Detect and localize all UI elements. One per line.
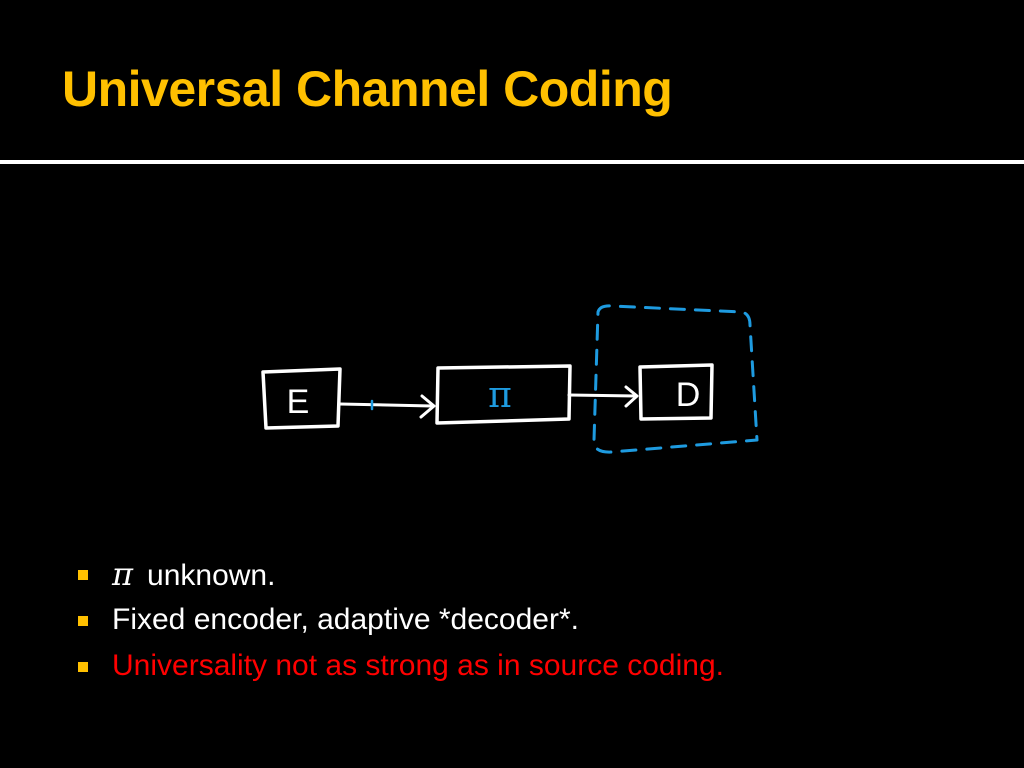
bullet-item-2: Fixed encoder, adaptive *decoder*. bbox=[76, 597, 724, 643]
encoder-box bbox=[261, 367, 342, 430]
arrow-encoder-to-channel bbox=[338, 394, 436, 419]
pi-symbol: π bbox=[112, 555, 134, 593]
bullet-item-1: π unknown. bbox=[76, 551, 724, 597]
bullet-square-icon bbox=[78, 616, 88, 626]
arrow-channel-to-decoder bbox=[567, 385, 639, 408]
bullet-list: π unknown. Fixed encoder, adaptive *decod… bbox=[76, 551, 724, 689]
bullet-square-icon bbox=[78, 662, 88, 672]
encoder-label: E bbox=[287, 383, 310, 421]
adaptive-region-dashed-box bbox=[592, 304, 759, 454]
decoder-box bbox=[638, 363, 714, 421]
title-divider bbox=[0, 160, 1024, 164]
channel-label: π bbox=[488, 375, 512, 416]
bullet-text: Fixed encoder, adaptive *decoder*. bbox=[112, 603, 579, 636]
decoder-label: D bbox=[676, 376, 701, 414]
channel-diagram: E π D bbox=[261, 304, 759, 454]
slide-title: Universal Channel Coding bbox=[62, 61, 673, 117]
channel-box bbox=[435, 364, 572, 425]
bullet-item-3: Universality not as strong as in source … bbox=[76, 643, 724, 689]
bullet-text-emphasis: Universality not as strong as in source … bbox=[112, 649, 724, 682]
bullet-square-icon bbox=[78, 570, 88, 580]
bullet-text: unknown. bbox=[147, 559, 276, 592]
